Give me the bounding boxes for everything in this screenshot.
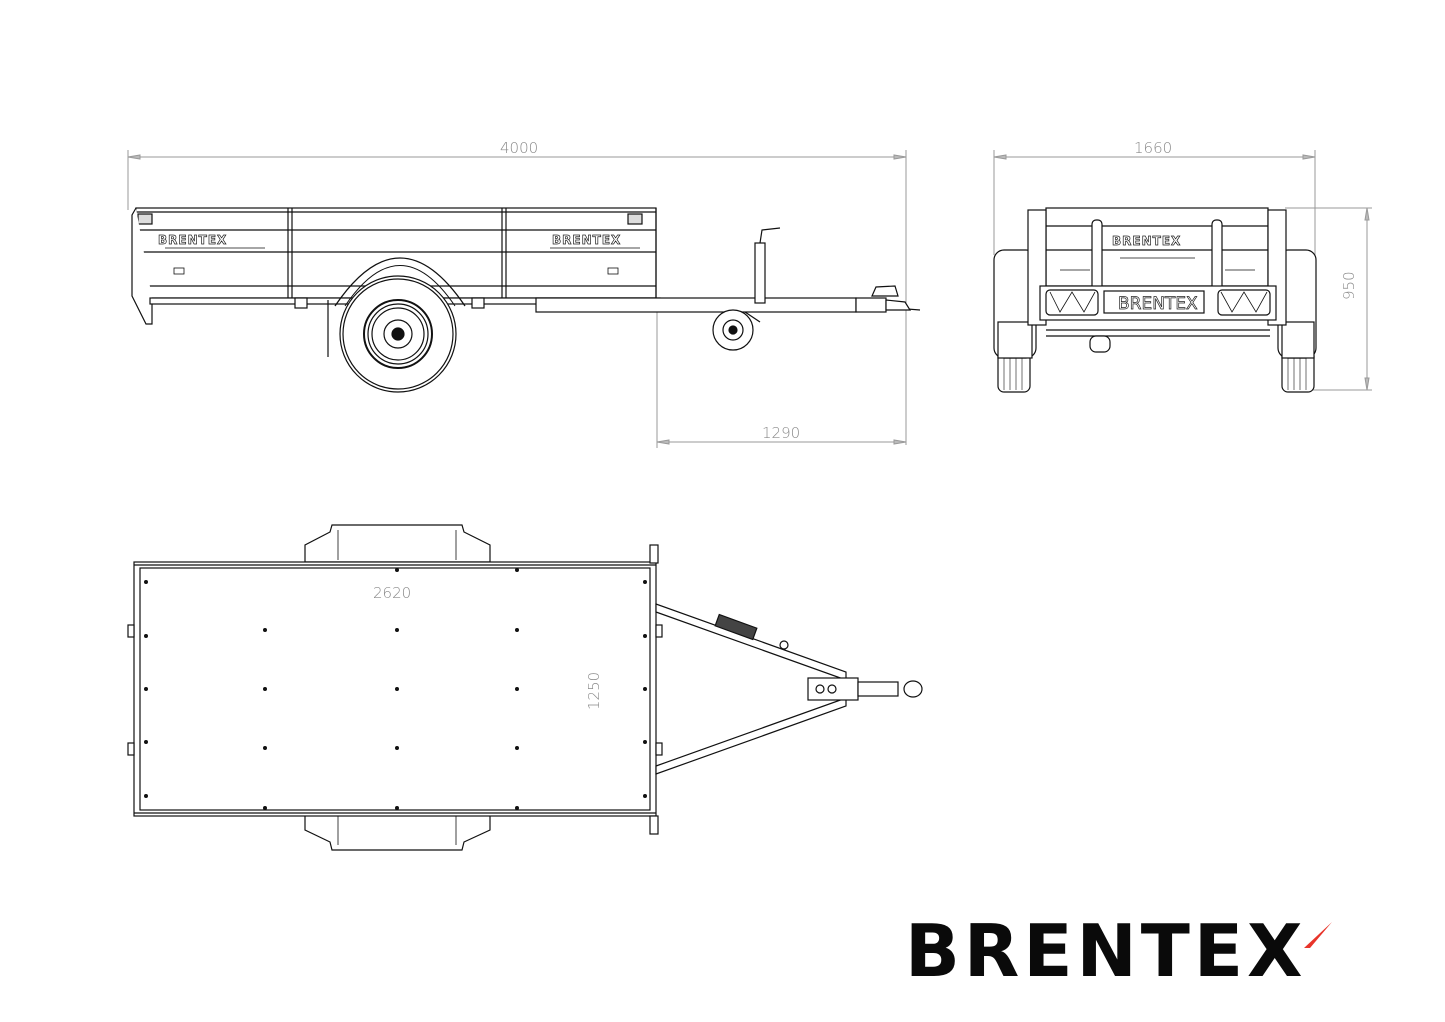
- dim-overall-length: 4000: [500, 139, 539, 157]
- svg-text:BRENTEX: BRENTEX: [158, 233, 227, 247]
- logo-accent-mark: [1304, 922, 1332, 948]
- rear-view: BRENTEX BRENTEX: [993, 207, 1317, 393]
- dim-drawbar-length: 1290: [762, 424, 801, 442]
- dim-overall-width: 1660: [1134, 139, 1173, 157]
- dim-overall-height: 950: [1340, 271, 1358, 300]
- dim-box-width: 1250: [585, 671, 603, 710]
- side-view: BRENTEX BRENTEX: [131, 207, 921, 393]
- svg-text:BRENTEX: BRENTEX: [1118, 294, 1198, 314]
- svg-text:BRENTEX: BRENTEX: [1112, 234, 1181, 248]
- svg-text:BRENTEX: BRENTEX: [552, 233, 621, 247]
- dim-box-length: 2620: [373, 584, 412, 602]
- brand-logo: BRENTEX: [905, 909, 1307, 993]
- top-view: [127, 524, 923, 851]
